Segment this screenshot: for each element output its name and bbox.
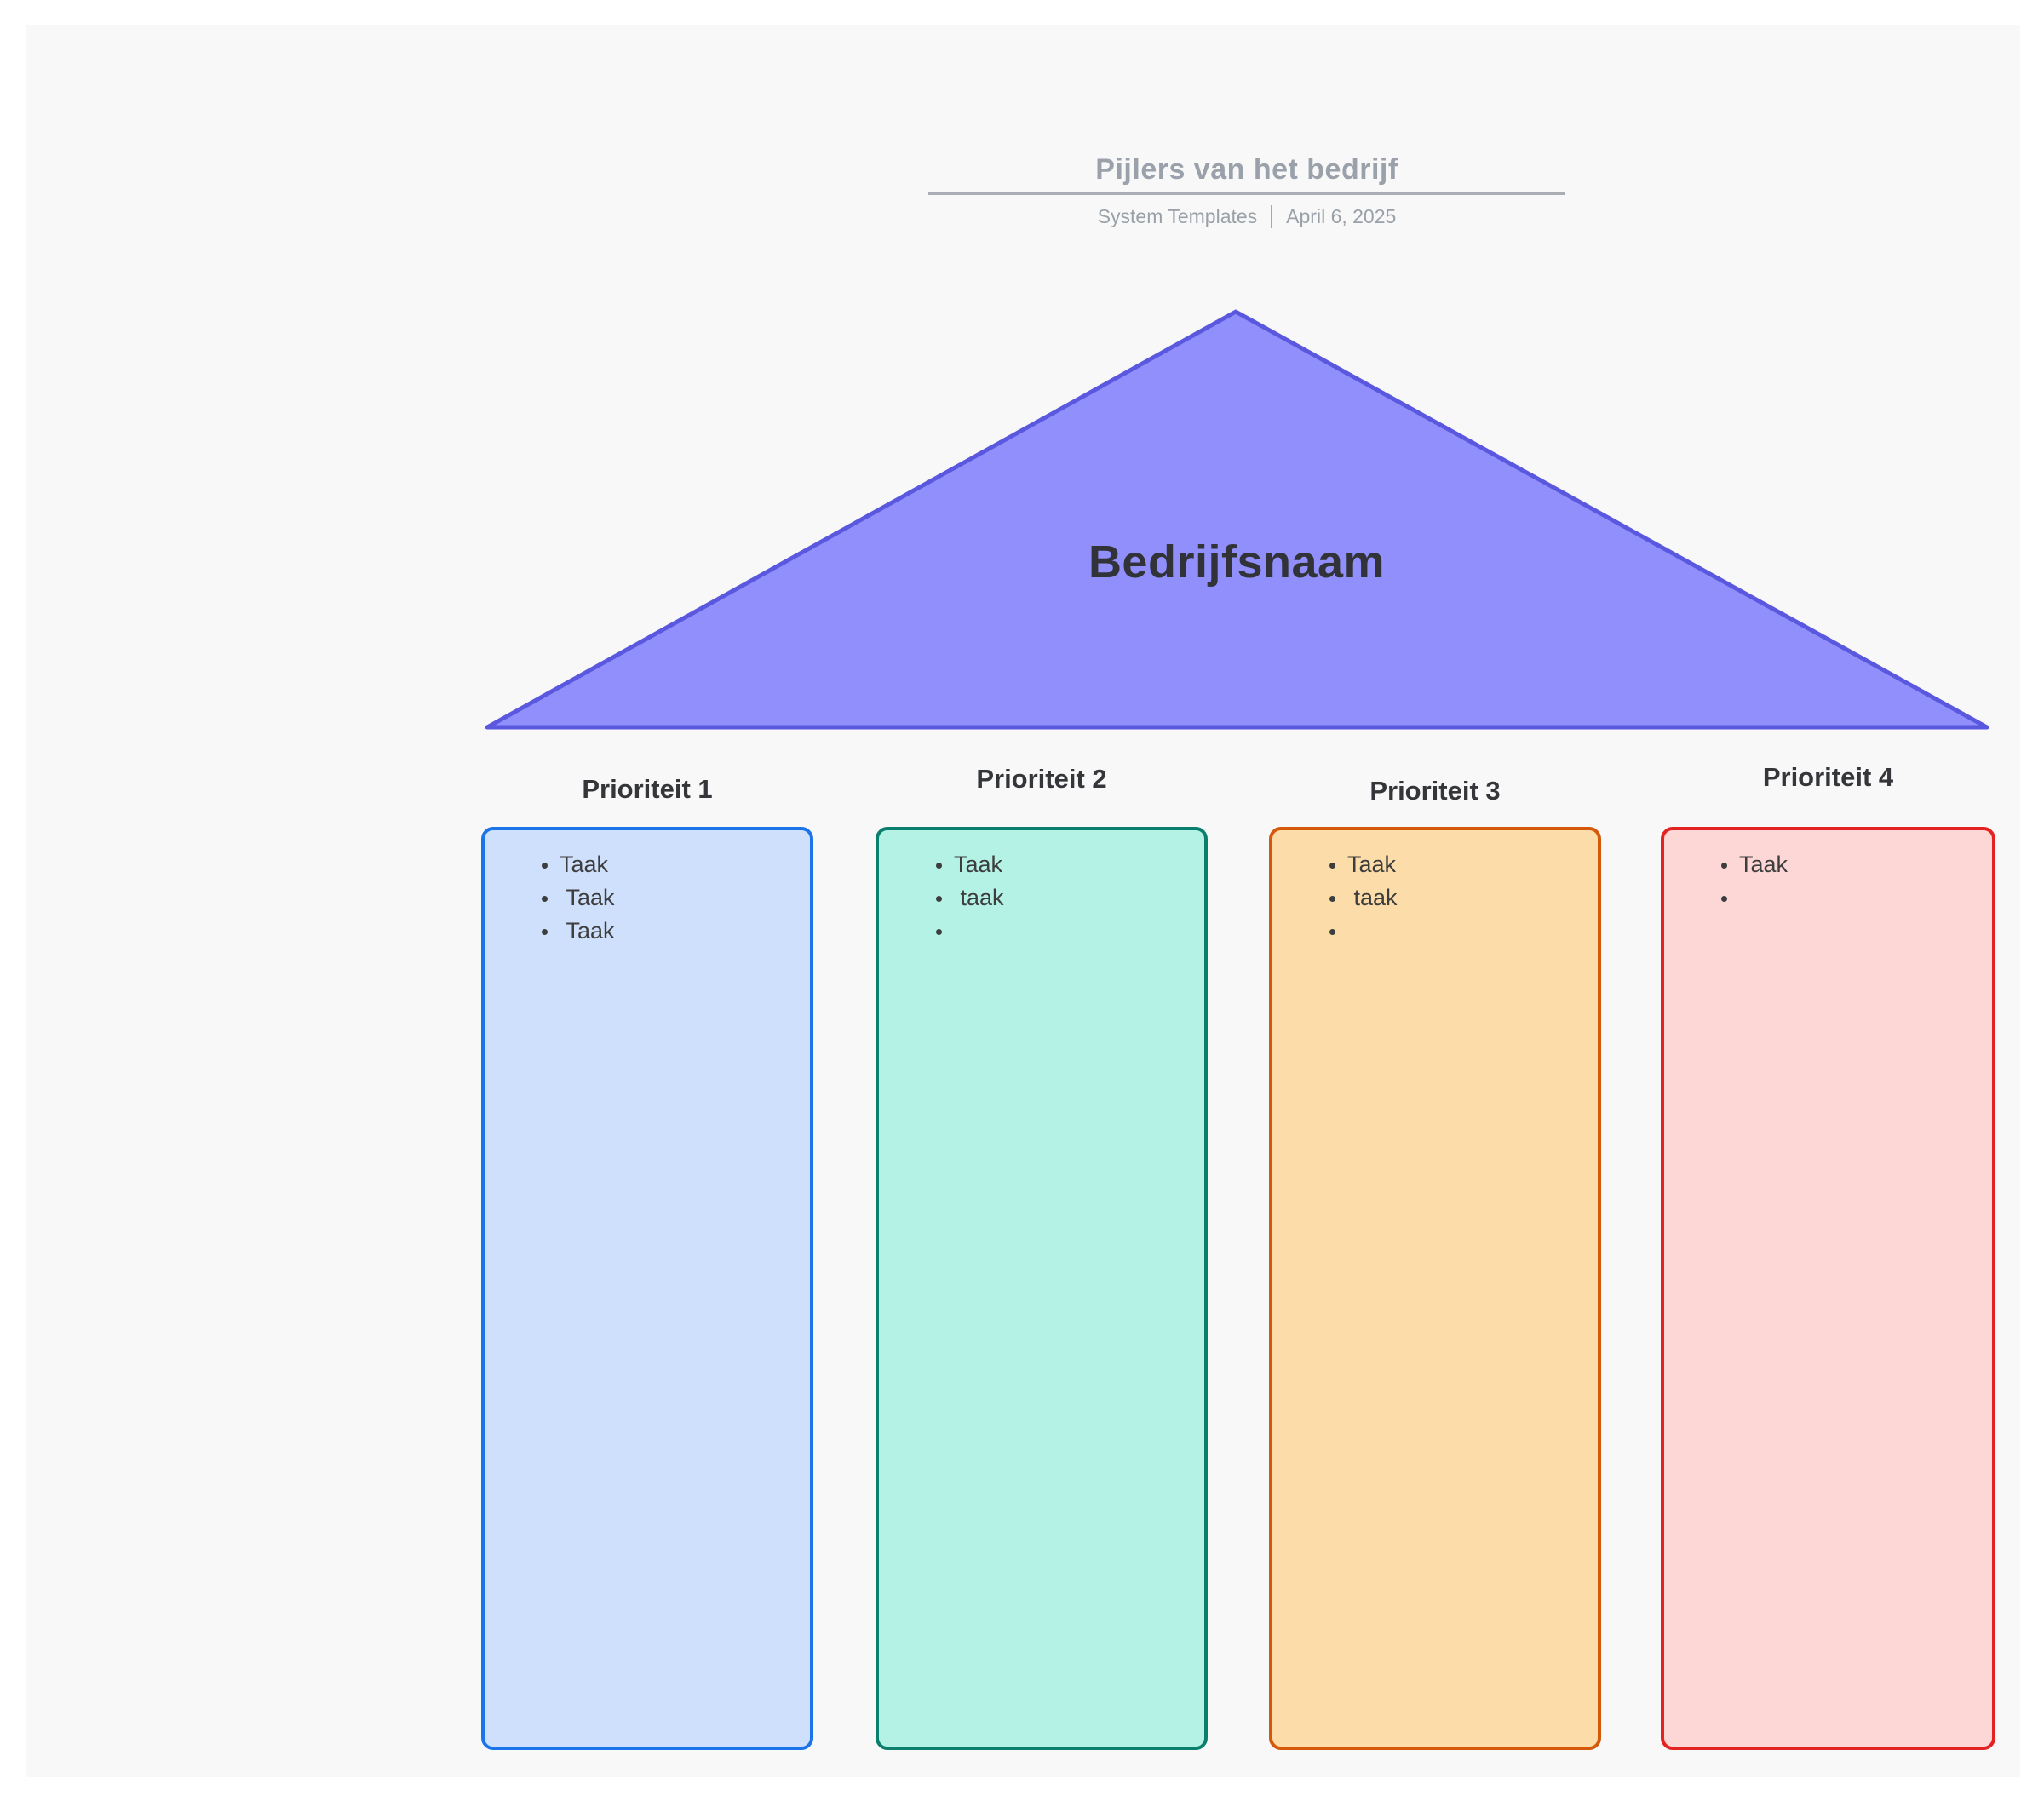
doc-title[interactable]: Pijlers van het bedrijf (1095, 153, 1398, 186)
task-item[interactable]: taak (954, 881, 1196, 915)
task-item[interactable] (1739, 881, 1984, 915)
pillar-box[interactable]: Taak taak (876, 827, 1208, 1750)
pillar-prioriteit-3: Prioriteit 3 Taak taak (1269, 776, 1601, 1750)
pillar-prioriteit-1: Prioriteit 1 Taak Taak Taak (481, 774, 813, 1750)
task-item[interactable]: taak (1347, 881, 1589, 915)
task-list: Taak taak (1272, 848, 1598, 948)
meta-separator (1271, 204, 1273, 228)
pillar-box[interactable]: Taak (1661, 827, 1995, 1750)
canvas: Pijlers van het bedrijf System Templates… (26, 25, 2020, 1777)
task-item[interactable]: Taak (954, 848, 1196, 881)
roof-shape[interactable] (485, 309, 1989, 730)
task-item[interactable]: Taak (1739, 848, 1984, 881)
pillar-title[interactable]: Prioriteit 1 (582, 774, 713, 804)
task-list: Taak taak (879, 848, 1204, 948)
pillar-box[interactable]: Taak taak (1269, 827, 1601, 1750)
task-item[interactable]: Taak (560, 915, 801, 948)
pillar-prioriteit-4: Prioriteit 4 Taak (1661, 762, 1995, 1750)
task-list: Taak (1664, 848, 1992, 915)
roof-triangle[interactable] (477, 301, 2001, 736)
task-item[interactable] (954, 915, 1196, 948)
task-item[interactable]: Taak (560, 881, 801, 915)
title-underline (928, 192, 1565, 195)
doc-author: System Templates (1097, 205, 1258, 227)
pillar-title[interactable]: Prioriteit 3 (1369, 776, 1501, 806)
pillar-title[interactable]: Prioriteit 2 (976, 764, 1107, 794)
pillar-prioriteit-2: Prioriteit 2 Taak taak (876, 764, 1208, 1750)
pillar-box[interactable]: Taak Taak Taak (481, 827, 813, 1750)
doc-header: Pijlers van het bedrijf System Templates… (906, 152, 1588, 228)
task-item[interactable]: Taak (1347, 848, 1589, 881)
doc-date: April 6, 2025 (1286, 205, 1397, 227)
company-name-label[interactable]: Bedrijfsnaam (1088, 536, 1386, 588)
task-list: Taak Taak Taak (485, 848, 810, 948)
task-item[interactable]: Taak (560, 848, 801, 881)
task-item[interactable] (1347, 915, 1589, 948)
pillar-title[interactable]: Prioriteit 4 (1762, 762, 1894, 792)
doc-meta: System Templates April 6, 2025 (906, 204, 1588, 228)
